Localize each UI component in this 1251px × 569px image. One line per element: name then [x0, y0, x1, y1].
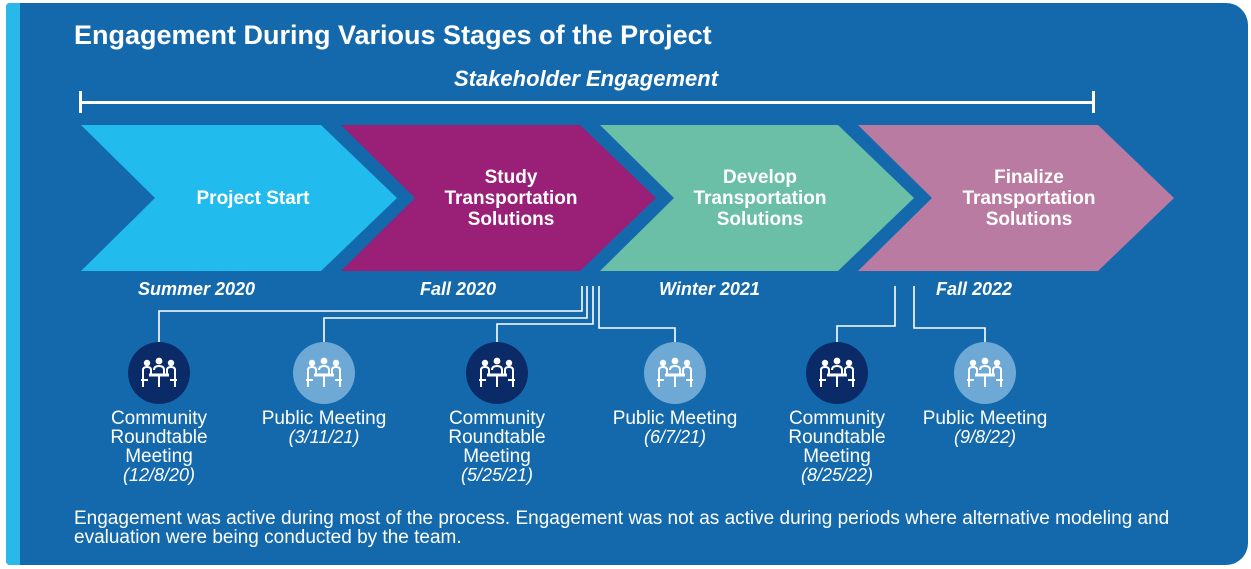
accent-bar	[6, 3, 20, 565]
season-summer-2020: Summer 2020	[138, 279, 256, 299]
meeting-table-icon	[466, 342, 528, 404]
meeting-date: (8/25/22)	[800, 465, 874, 485]
connector-meeting-4	[598, 286, 676, 345]
meeting-community-roundtable-1: Community Roundtable Meeting (12/8/20)	[84, 342, 234, 485]
stakeholder-engagement-label: Stakeholder Engagement	[453, 66, 719, 91]
meeting-community-roundtable-3: Community Roundtable Meeting (8/25/22)	[762, 342, 912, 485]
meeting-community-roundtable-2: Community Roundtable Meeting (5/25/21)	[422, 342, 572, 485]
meeting-table-icon	[293, 342, 355, 404]
meeting-public-3: Public Meeting (9/8/22)	[910, 342, 1060, 447]
connector-meeting-2	[323, 286, 588, 345]
connector-meeting-6	[913, 286, 986, 345]
stage-label-finalize: Finalize Transportation Solutions	[962, 166, 1096, 230]
stage-chevron-3	[600, 125, 914, 271]
meeting-table-icon	[954, 342, 1016, 404]
meeting-table-icon	[644, 342, 706, 404]
season-winter-2021: Winter 2021	[659, 279, 760, 299]
stage-chevron-4	[858, 125, 1174, 271]
span-start-tick	[79, 91, 82, 113]
stage-label-project-start: Project Start	[196, 187, 310, 209]
meeting-name: Public Meeting	[261, 408, 387, 429]
meeting-name: Public Meeting	[612, 408, 738, 429]
season-fall-2022: Fall 2022	[936, 279, 1013, 299]
stage-label-develop: Develop Transportation Solutions	[693, 166, 827, 230]
meeting-date: (6/7/21)	[643, 427, 707, 447]
engagement-span-line	[79, 101, 1095, 104]
meeting-name: Community Roundtable Meeting	[110, 408, 208, 467]
meeting-name: Community Roundtable Meeting	[448, 408, 546, 467]
meeting-date: (3/11/21)	[288, 427, 360, 447]
connector-meeting-3	[496, 286, 594, 345]
footnote: Engagement was active during most of the…	[74, 508, 1170, 548]
meeting-date: (12/8/20)	[122, 465, 196, 485]
meeting-table-icon	[128, 342, 190, 404]
meeting-public-2: Public Meeting (6/7/21)	[600, 342, 750, 447]
meeting-name: Community Roundtable Meeting	[788, 408, 886, 467]
season-fall-2020: Fall 2020	[420, 279, 497, 299]
connector-meeting-1	[158, 286, 583, 345]
meeting-date: (9/8/22)	[953, 427, 1017, 447]
span-end-tick	[1092, 91, 1095, 113]
meeting-date: (5/25/21)	[460, 465, 534, 485]
stage-chevron-2	[341, 125, 656, 271]
infographic-panel	[6, 3, 1248, 565]
page-title: Engagement During Various Stages of the …	[74, 20, 712, 50]
stage-chevron-1	[81, 125, 397, 271]
connector-meeting-5	[836, 286, 896, 345]
meeting-public-1: Public Meeting (3/11/21)	[249, 342, 399, 447]
meeting-name: Public Meeting	[922, 408, 1048, 429]
stage-label-study: Study Transportation Solutions	[444, 166, 578, 230]
meeting-table-icon	[806, 342, 868, 404]
